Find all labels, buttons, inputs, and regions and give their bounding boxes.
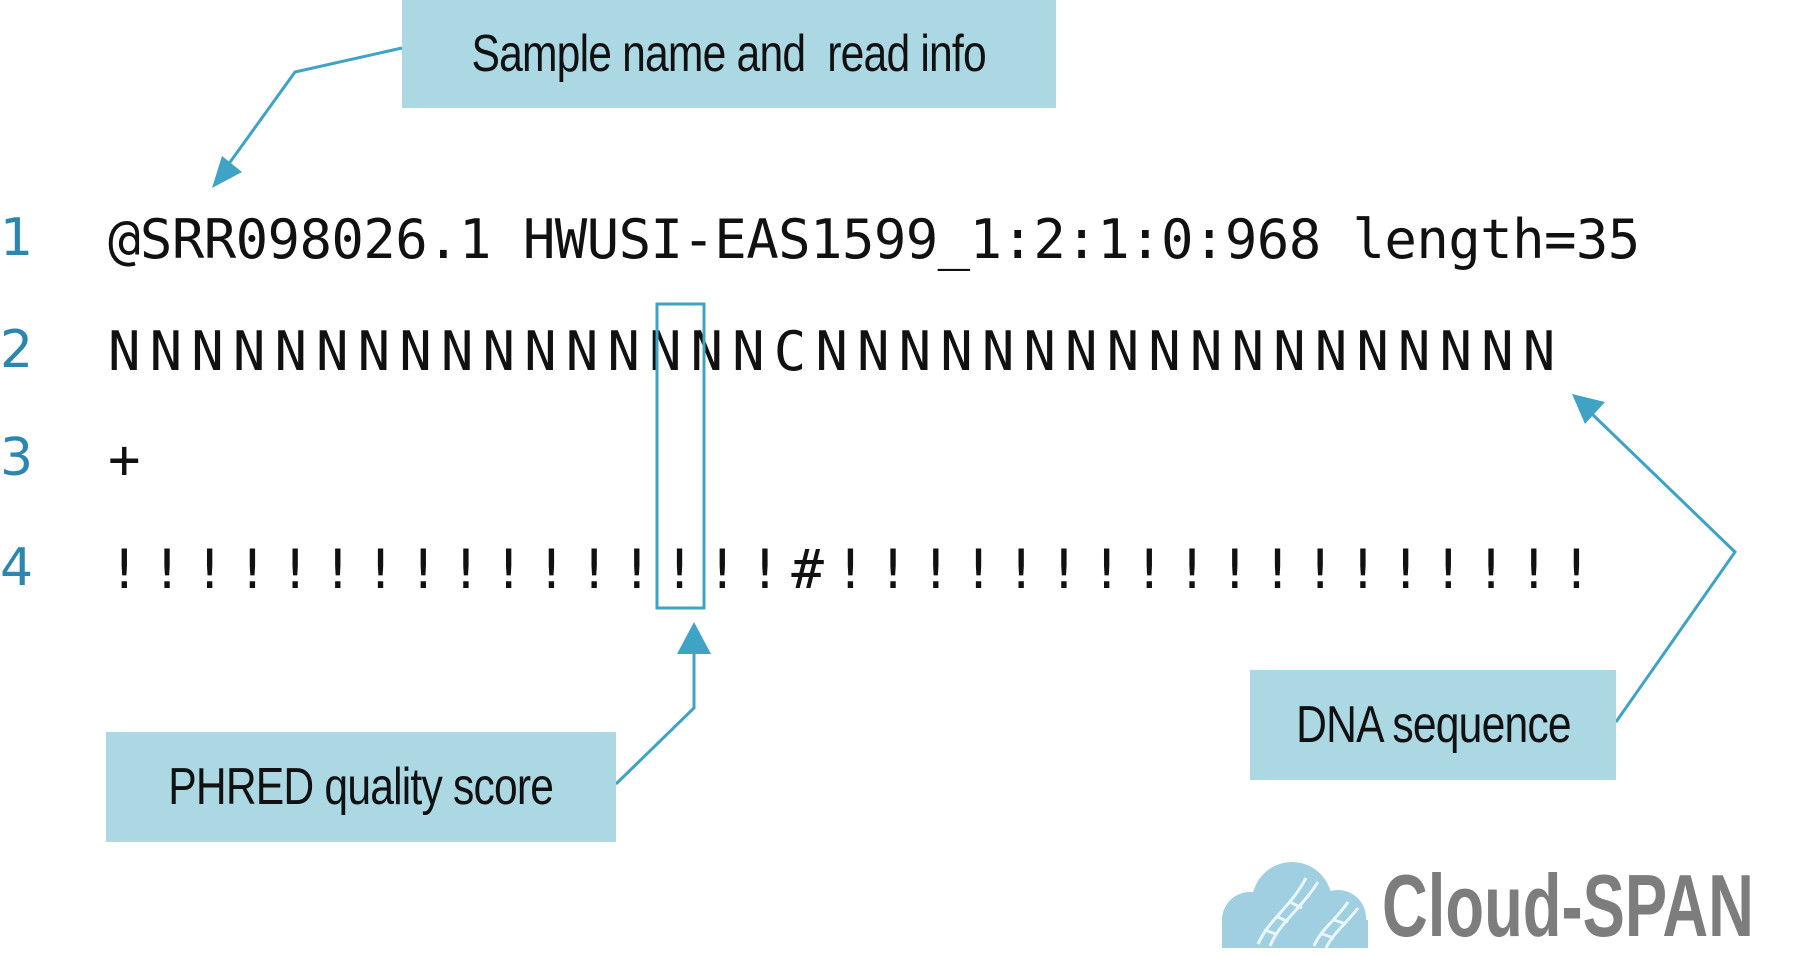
dna-sequence-arrowhead [1572, 394, 1605, 424]
sequence-line: NNNNNNNNNNNNNNNNCNNNNNNNNNNNNNNNNNN [108, 320, 1565, 383]
dna-sequence-label: DNA sequence [1295, 696, 1571, 754]
dna-cloud-icon [1222, 862, 1368, 948]
line-number-4: 4 [0, 538, 34, 598]
phred-quality-label: PHRED quality score [168, 758, 555, 816]
line-number-1: 1 [0, 208, 34, 268]
line-number-2: 2 [0, 320, 34, 380]
dna-sequence-arrow [1588, 410, 1737, 723]
sample-info-label: Sample name and read info [471, 25, 987, 83]
cloud-span-logo-text: Cloud-SPAN [1382, 856, 1754, 955]
highlight-box [655, 302, 706, 610]
phred-quality-arrow [614, 652, 696, 786]
sample-info-arrow [226, 46, 403, 166]
sample-info-callout: Sample name and read info [402, 0, 1056, 108]
read-header-line: @SRR098026.1 HWUSI-EAS1599_1:2:1:0:968 l… [108, 208, 1640, 271]
line-number-3: 3 [0, 428, 34, 488]
dna-sequence-callout: DNA sequence [1250, 670, 1616, 780]
separator-line: + [108, 428, 141, 491]
sample-info-arrowhead [212, 156, 242, 188]
quality-line: !!!!!!!!!!!!!!!!#!!!!!!!!!!!!!!!!!! [108, 538, 1603, 601]
phred-quality-callout: PHRED quality score [106, 732, 616, 842]
phred-quality-arrowhead [677, 622, 711, 654]
